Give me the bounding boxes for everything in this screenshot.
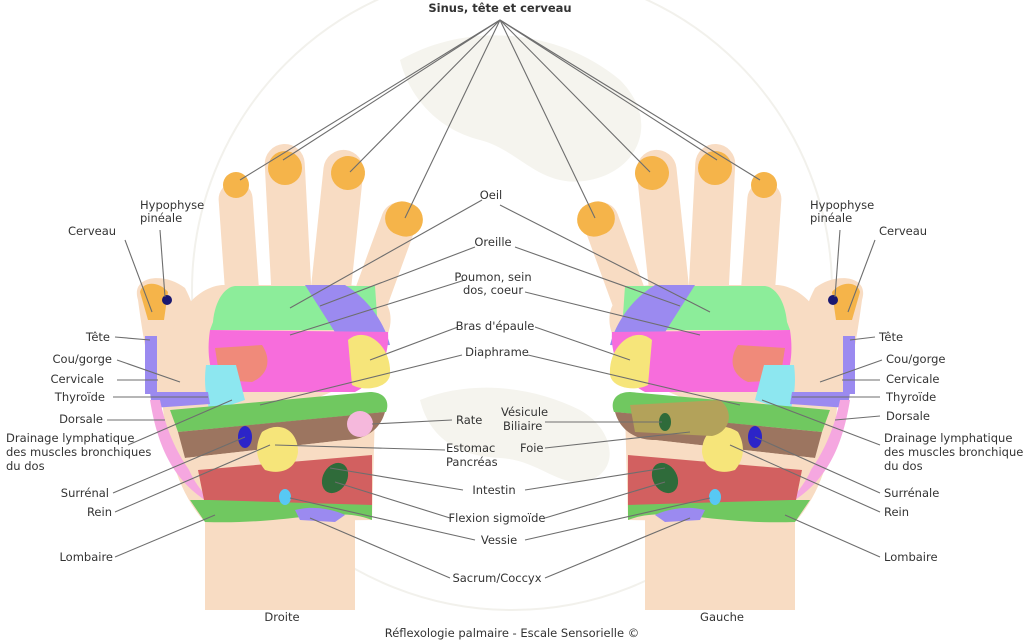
- label-diaphragme: Diaphrame: [465, 345, 529, 359]
- label-drainage-right-2: des muscles bronchiques: [6, 445, 151, 459]
- label-drainage-left-3: du dos: [884, 459, 923, 473]
- organ-spleen: [347, 411, 373, 437]
- label-vesicule-2: Biliaire: [503, 419, 542, 433]
- label-hand-left: Gauche: [700, 610, 744, 624]
- label-hypophyse-right-2: pinéale: [140, 211, 182, 225]
- label-dorsale-left: Dorsale: [886, 409, 930, 423]
- labels: Sinus, tête et cerveau Oeil Oreille Poum…: [6, 1, 1024, 640]
- label-hypophyse-left-1: Hypophyse: [810, 198, 874, 212]
- label-cou-left: Cou/gorge: [886, 352, 945, 366]
- label-poumon-2: dos, coeur: [463, 283, 523, 297]
- label-cerveau-right: Cerveau: [68, 224, 116, 238]
- label-tete-left: Tête: [878, 330, 903, 344]
- organ-liver: [630, 400, 729, 436]
- label-thyroide-left: Thyroïde: [885, 390, 936, 404]
- label-rein-right: Rein: [87, 505, 112, 519]
- label-intestin: Intestin: [472, 483, 515, 497]
- label-surrenal-left: Surrénale: [884, 486, 939, 500]
- label-estomac-2: Pancréas: [446, 455, 498, 469]
- label-cervicale-left: Cervicale: [886, 372, 939, 386]
- label-flexion: Flexion sigmoïde: [449, 511, 546, 525]
- label-cerveau-left: Cerveau: [879, 224, 927, 238]
- label-oeil: Oeil: [480, 188, 503, 202]
- label-drainage-right-3: du dos: [6, 459, 45, 473]
- label-rein-left: Rein: [884, 505, 909, 519]
- label-tete-right: Tête: [85, 330, 110, 344]
- label-sacrum: Sacrum/Coccyx: [452, 571, 541, 585]
- label-drainage-left-1: Drainage lymphatique: [884, 431, 1012, 445]
- label-lombaire-left: Lombaire: [884, 550, 938, 564]
- label-foie: Foie: [520, 441, 544, 455]
- label-cou-right: Cou/gorge: [53, 352, 112, 366]
- label-poumon-1: Poumon, sein: [454, 270, 531, 284]
- caption: Réflexologie palmaire - Escale Sensoriel…: [385, 626, 639, 640]
- background-swirl-top: [400, 35, 642, 182]
- label-vesicule-1: Vésicule: [501, 405, 548, 419]
- label-rate: Rate: [456, 413, 482, 427]
- leader-lines: [107, 19, 883, 579]
- label-cervicale-right: Cervicale: [51, 372, 104, 386]
- label-hypophyse-left-2: pinéale: [810, 211, 852, 225]
- label-lombaire-right: Lombaire: [59, 550, 113, 564]
- label-hypophyse-right-1: Hypophyse: [140, 198, 204, 212]
- label-dorsale-right: Dorsale: [59, 412, 103, 426]
- background-swirl-bottom: [420, 387, 610, 483]
- organ-gallbladder: [659, 413, 671, 431]
- label-bras: Bras d'épaule: [456, 319, 535, 333]
- label-sinus: Sinus, tête et cerveau: [428, 1, 571, 15]
- label-hand-right: Droite: [264, 610, 299, 624]
- label-drainage-right-1: Drainage lymphatique: [6, 431, 134, 445]
- label-vessie: Vessie: [481, 533, 517, 547]
- label-thyroide-right: Thyroïde: [54, 390, 105, 404]
- label-oreille: Oreille: [474, 235, 511, 249]
- label-drainage-left-2: des muscles bronchiques: [884, 445, 1024, 459]
- label-surrenal-right: Surrénal: [61, 486, 109, 500]
- label-estomac-1: Estomac: [446, 441, 495, 455]
